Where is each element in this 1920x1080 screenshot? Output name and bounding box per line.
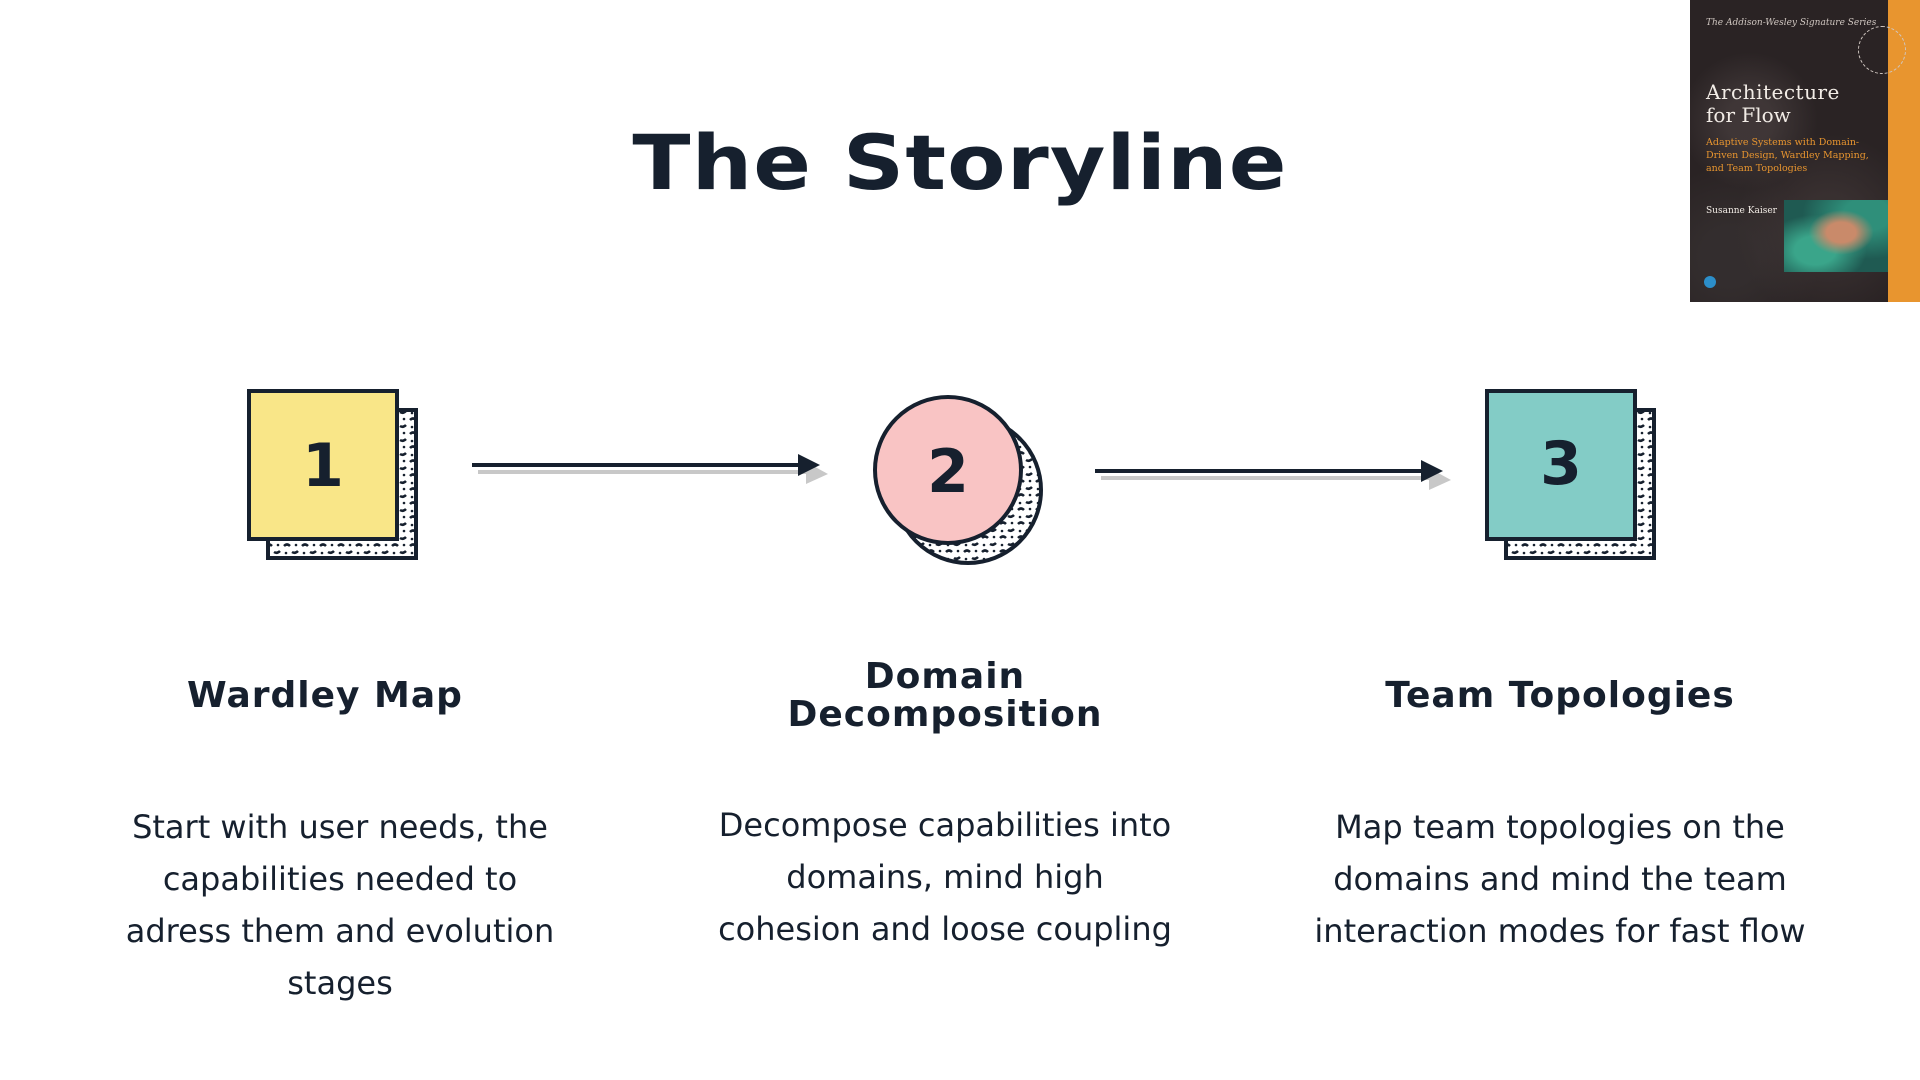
step-3-number: 3 [1540, 429, 1582, 499]
step-1-title: Wardley Map [187, 675, 463, 716]
book-title-line2: for Flow [1706, 103, 1791, 127]
step-2-description: Decompose capabilities into domains, min… [718, 806, 1172, 948]
step-1-badge [247, 389, 399, 541]
step-1-icon: 1 [246, 388, 426, 567]
book-series: The Addison-Wesley Signature Series [1706, 18, 1877, 28]
arrow-2-to-3 [1093, 456, 1453, 500]
step-3-title: Team Topologies [1385, 675, 1735, 716]
step-3-badge [1485, 389, 1637, 541]
step-2-title-text: Domain Decomposition [787, 656, 1103, 735]
book-cover-texture [1690, 0, 1888, 302]
step-3-description: Map team topologies on the domains and m… [1314, 808, 1806, 950]
publisher-logo-icon [1704, 276, 1716, 288]
step-3-icon: 3 [1484, 388, 1664, 567]
book-title-line1: Architecture [1706, 80, 1840, 104]
step-2-title: Domain Decomposition [700, 658, 1190, 734]
step-2-icon: 2 [872, 394, 1052, 573]
book-octopus-photo [1784, 200, 1888, 272]
step-2-number: 2 [927, 437, 969, 507]
book-cover-image: The Addison-Wesley Signature Series Arch… [1690, 0, 1920, 302]
book-seal-icon [1858, 26, 1906, 74]
arrow-1-to-2 [470, 450, 830, 494]
book-author: Susanne Kaiser [1706, 206, 1777, 216]
slide-title: The Storyline [632, 118, 1288, 207]
book-subtitle: Adaptive Systems with Domain-Driven Desi… [1706, 137, 1869, 174]
step-1-description: Start with user needs, the capabilities … [125, 808, 555, 1002]
step-1-number: 1 [302, 431, 344, 501]
step-2-badge [873, 395, 1023, 545]
